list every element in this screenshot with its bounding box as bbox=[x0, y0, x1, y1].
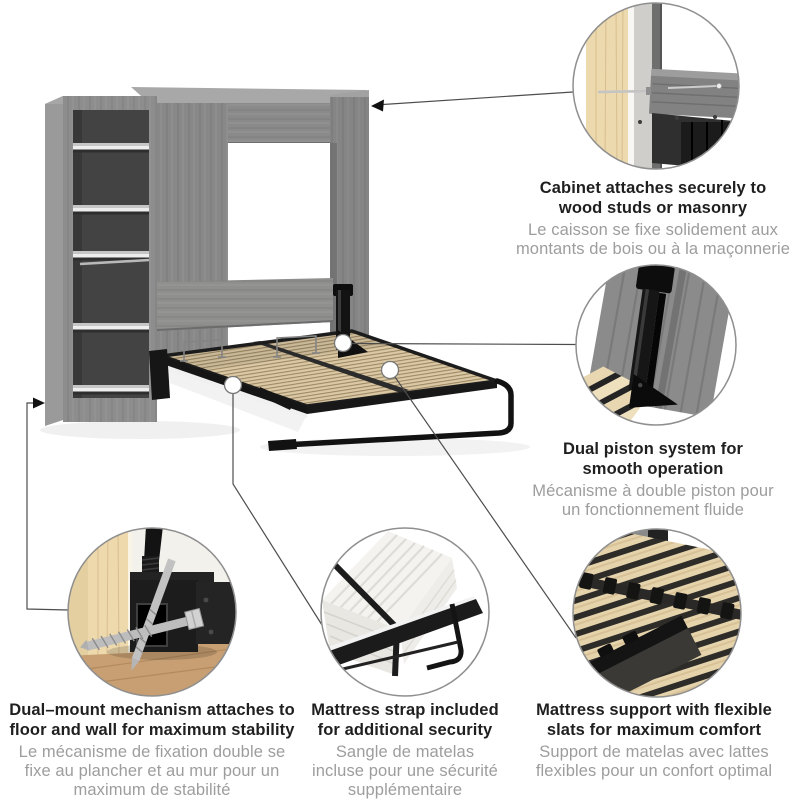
detail-circle-dual-piston bbox=[575, 264, 737, 426]
caption-cabinet-attachment: Cabinet attaches securely to wood studs … bbox=[506, 178, 800, 259]
wall bbox=[634, 3, 652, 169]
lag-screw-horizontal bbox=[80, 607, 205, 651]
caption-fr-line: supplémentaire bbox=[347, 781, 463, 799]
leader-cabinet-attachment bbox=[374, 91, 574, 106]
arrowhead bbox=[33, 397, 45, 409]
screw bbox=[597, 89, 651, 94]
caption-en-line: Dual–mount mechanism attaches to bbox=[9, 701, 295, 719]
retainer-bracket bbox=[273, 335, 320, 358]
caption-mattress-strap: Mattress strap included for additional s… bbox=[255, 700, 555, 800]
dot-piston bbox=[333, 333, 353, 353]
slat-junction-rail bbox=[573, 572, 741, 623]
caption-en-line: floor and wall for maximum stability bbox=[9, 721, 295, 739]
caption-fr-line: incluse pour une sécurité bbox=[312, 762, 498, 780]
floor-shadow bbox=[40, 421, 240, 439]
bed-leg bbox=[281, 378, 514, 448]
detail-circle-mattress-strap bbox=[320, 527, 490, 697]
caption-en-line: smooth operation bbox=[582, 460, 724, 478]
caption-en-line: Mattress strap included bbox=[311, 701, 499, 719]
leader-piston bbox=[350, 342, 577, 346]
detail-circle-cabinet-attachment bbox=[572, 2, 740, 170]
caption-fr-line: un fonctionnement fluide bbox=[561, 501, 745, 519]
detail-circle-slat-support bbox=[572, 528, 742, 698]
caption-fr-line: fixe au plancher et au mur pour un bbox=[24, 762, 280, 780]
dot-slats bbox=[380, 360, 400, 380]
caption-fr-line: Le mécanisme de fixation double se bbox=[18, 743, 286, 761]
deck-shadow bbox=[162, 364, 307, 432]
retainer-bracket bbox=[180, 339, 226, 362]
leader-slat-support bbox=[394, 376, 577, 639]
closet-rod bbox=[79, 258, 150, 266]
caption-slat-support: Mattress support with flexible slats for… bbox=[508, 700, 800, 781]
detail-circle-floor-mount bbox=[67, 527, 237, 697]
caption-floor-mount: Dual–mount mechanism attaches to floor a… bbox=[2, 700, 302, 800]
callout-dots bbox=[223, 333, 400, 395]
caption-fr-line: maximum de stabilité bbox=[73, 781, 231, 799]
hinge-plate bbox=[149, 349, 170, 400]
caption-en-line: slats for maximum comfort bbox=[546, 721, 762, 739]
bed-rail bbox=[321, 596, 483, 674]
caption-fr-line: Mécanisme à double piston pour bbox=[532, 482, 774, 500]
caption-fr-line: Support de matelas avec lattes bbox=[539, 743, 769, 761]
screw bbox=[667, 85, 719, 89]
front-left-bracket bbox=[258, 387, 294, 410]
leg-foot bbox=[268, 439, 297, 451]
arrowhead bbox=[371, 99, 384, 112]
caption-dual-piston: Dual piston system for smooth operation … bbox=[506, 439, 800, 520]
caption-fr-line: Sangle de matelas bbox=[335, 743, 475, 761]
caption-fr-line: Le caisson se fixe solidement aux bbox=[527, 221, 779, 239]
center-rail bbox=[253, 341, 409, 393]
shelving-unit bbox=[45, 96, 157, 426]
caption-en-line: wood studs or masonry bbox=[558, 199, 748, 217]
caption-en-line: Dual piston system for bbox=[562, 440, 744, 458]
caption-fr-line: flexibles pour un confort optimal bbox=[535, 762, 773, 780]
caption-en-line: Mattress support with flexible bbox=[536, 701, 772, 719]
piston-assembly bbox=[628, 265, 678, 408]
leader-lines bbox=[26, 91, 577, 639]
dot-mattress bbox=[223, 375, 243, 395]
shelves bbox=[73, 143, 149, 395]
bed-side-panel bbox=[586, 265, 736, 418]
leader-floor-mount bbox=[26, 402, 69, 611]
leader-mattress-strap bbox=[232, 393, 323, 626]
caption-en-line: for additional security bbox=[317, 721, 493, 739]
main-product bbox=[40, 87, 530, 456]
caption-fr-line: montants de bois ou à la maçonnerie bbox=[515, 240, 791, 258]
bed-leg bbox=[426, 603, 464, 671]
caption-en-line: Cabinet attaches securely to bbox=[539, 179, 767, 197]
